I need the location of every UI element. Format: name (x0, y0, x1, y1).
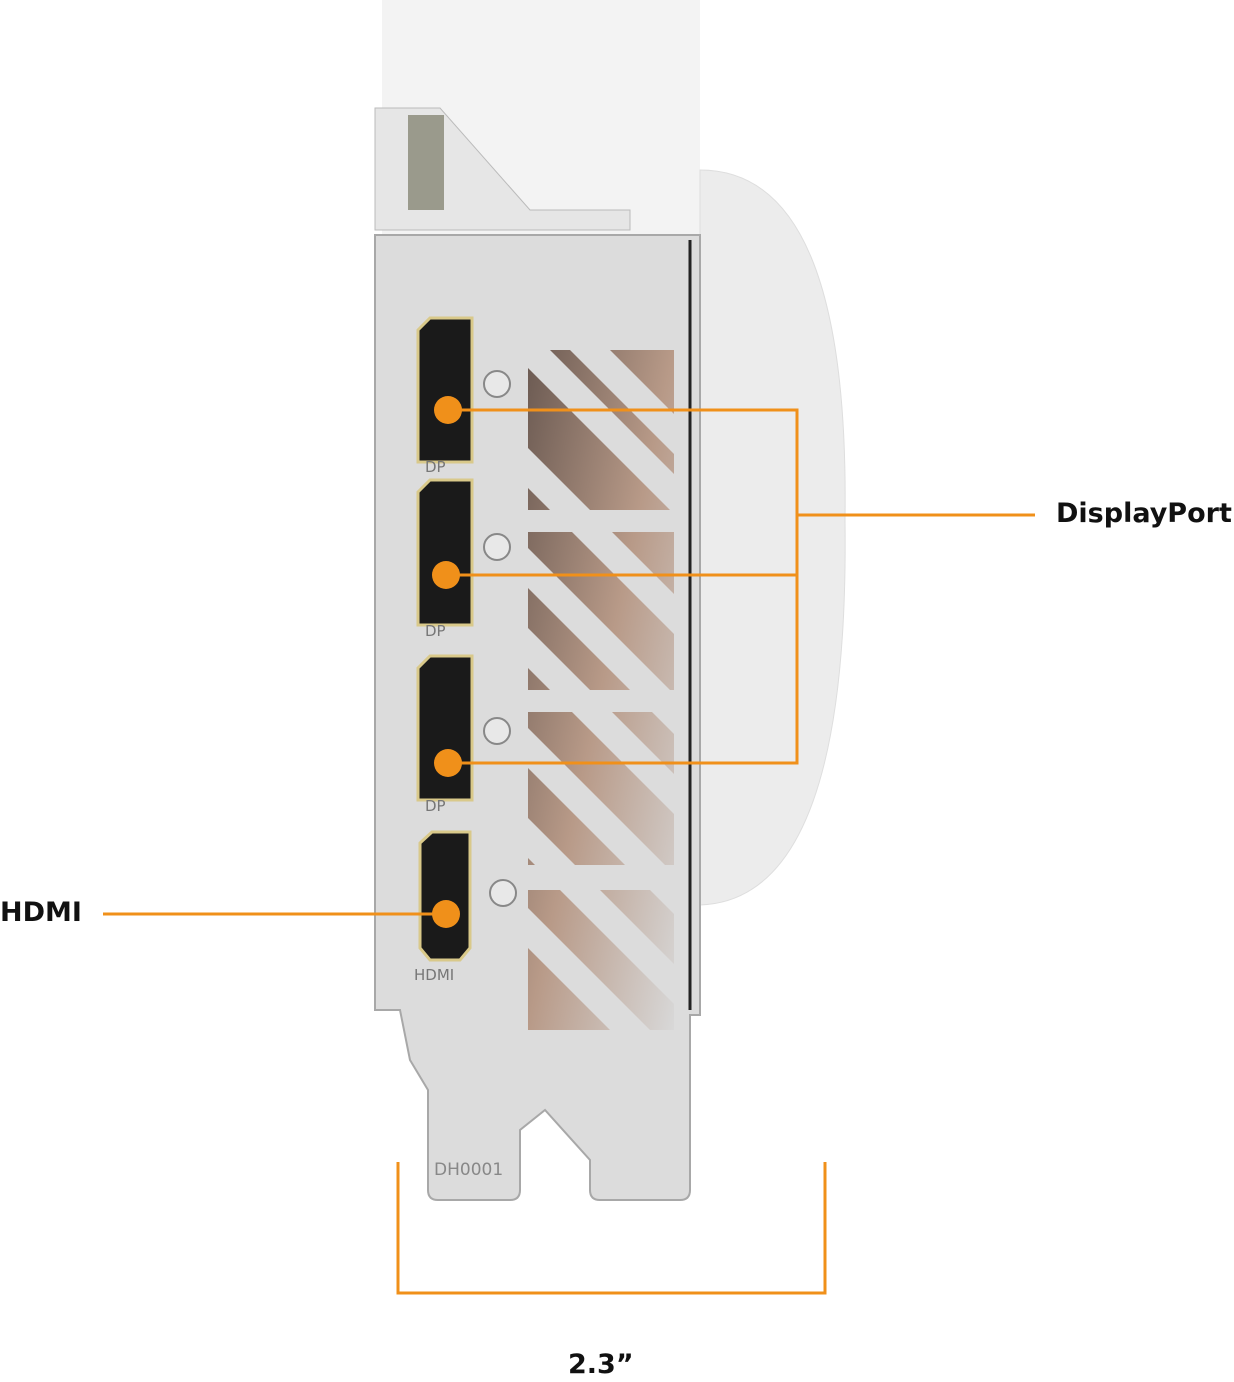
pcb-edge (408, 115, 444, 210)
part-code: DH0001 (434, 1160, 504, 1180)
vent-grill (528, 350, 674, 1030)
hdmi-port (418, 830, 472, 962)
callout-dots (432, 396, 462, 928)
port-label-dp-3: DP (425, 797, 446, 815)
fan-edge (699, 169, 846, 906)
port-label-dp-2: DP (425, 622, 446, 640)
callout-lines (103, 408, 1035, 1295)
width-dimension-label: 2.3” (568, 1349, 634, 1380)
displayport-3 (416, 654, 474, 802)
port-label-hdmi: HDMI (414, 966, 455, 984)
screw-icons (483, 370, 517, 907)
hdmi-label: HDMI (0, 897, 82, 928)
displayport-label: DisplayPort (1056, 498, 1232, 529)
displayport-2 (416, 478, 474, 627)
port-label-dp-1: DP (425, 458, 446, 476)
displayport-1 (416, 316, 474, 464)
